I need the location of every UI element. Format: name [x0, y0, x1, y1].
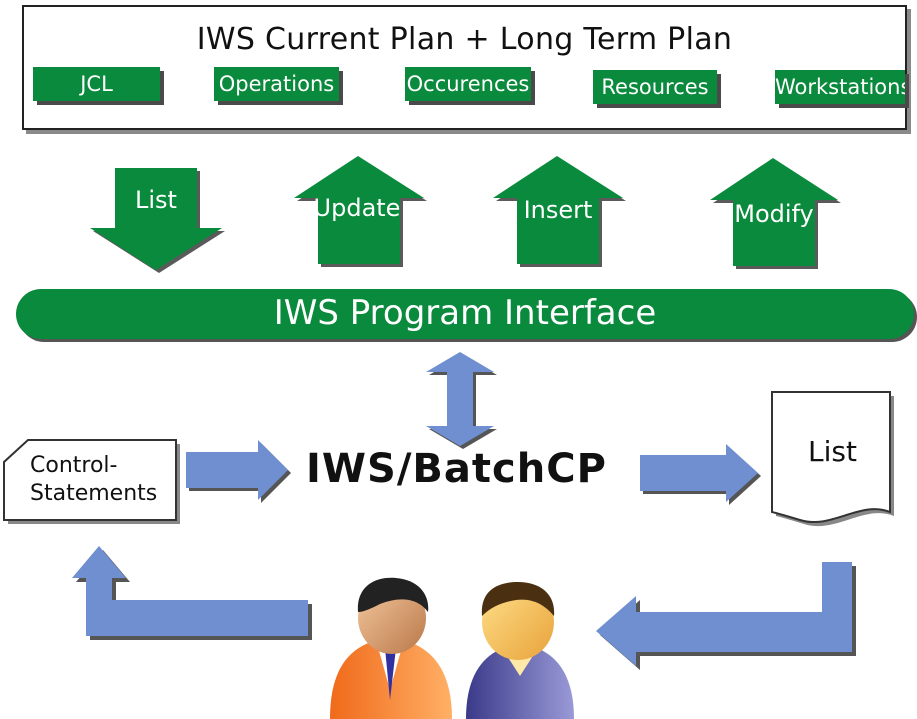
tag-resources: Resources	[593, 70, 717, 104]
tag-occurences: Occurences	[405, 67, 531, 101]
list-action-label: List	[135, 186, 177, 214]
program-interface-label: IWS Program Interface	[273, 293, 657, 333]
woman-user-icon	[466, 582, 574, 719]
control-statements-label: Control- Statements	[30, 452, 157, 508]
control-line-1: Control-	[30, 453, 118, 478]
control-statements-shape	[3, 439, 180, 524]
insert-up-arrow	[493, 156, 626, 267]
control-line-2: Statements	[30, 481, 158, 506]
tag-workstations: Workstations	[775, 70, 905, 104]
batchcp-label: IWS/BatchCP	[306, 446, 607, 492]
list-output-label: List	[808, 435, 857, 468]
plan-title: IWS Current Plan + Long Term Plan	[196, 22, 733, 57]
update-action-label: Update	[313, 194, 401, 222]
man-user-icon	[330, 577, 452, 719]
insert-action-label: Insert	[523, 196, 593, 224]
list-document-shape	[771, 391, 894, 527]
modify-up-arrow	[710, 158, 841, 269]
list-down-arrow	[90, 168, 225, 273]
modify-action-label: Modify	[734, 200, 814, 228]
return-arrow-left	[72, 546, 312, 640]
return-arrow-right	[596, 562, 856, 670]
update-up-arrow	[294, 156, 427, 267]
batch-to-list-arrow	[640, 444, 761, 505]
program-interface-bar	[16, 289, 914, 339]
tag-jcl: JCL	[33, 67, 160, 101]
control-to-batch-arrow	[186, 440, 291, 503]
tag-operations: Operations	[214, 67, 339, 101]
interface-batch-double-arrow	[426, 352, 497, 449]
